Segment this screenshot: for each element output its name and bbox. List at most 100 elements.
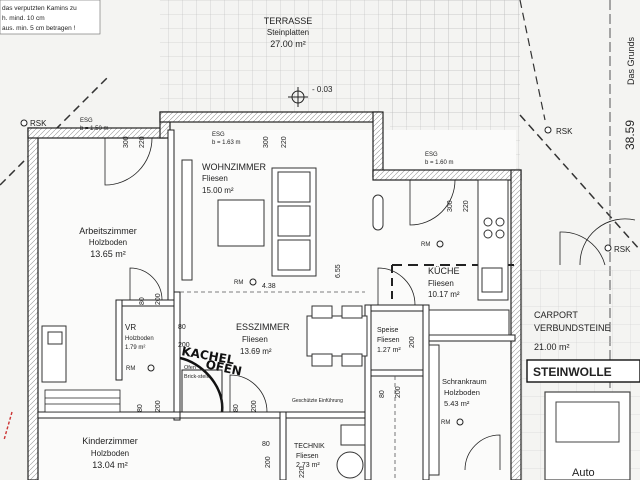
svg-text:TECHNIK: TECHNIK [294,443,325,450]
rm-marker-2: RM [234,278,257,286]
dim-438: 4.38 [262,283,276,290]
svg-text:Arbeitszimmer: Arbeitszimmer [79,226,137,236]
room-wohnzimmer: WOHNZIMMER Fliesen 15.00 m² [202,162,266,195]
esg-label-1: ESG [80,118,93,124]
dim-200-e: 200 [395,386,402,398]
svg-text:Holzboden: Holzboden [125,336,154,342]
car-label: Auto [572,467,595,479]
dim-220-b: 220 [281,136,288,148]
room-schrankraum: Schrankraum Holzboden 5.43 m² [442,377,487,408]
svg-text:1.79 m²: 1.79 m² [125,345,145,351]
svg-text:WOHNZIMMER: WOHNZIMMER [202,162,266,172]
svg-text:5.43 m²: 5.43 m² [444,399,470,408]
room-technik: TECHNIK Fliesen 2.73 m² [294,443,325,469]
rsk-marker-1: RSK [20,119,47,128]
esg-label-2: ESG [212,132,225,138]
dim-300-b: 300 [263,136,270,148]
svg-text:13.04 m²: 13.04 m² [92,460,128,470]
furniture-living [181,159,317,281]
svg-text:RM: RM [441,420,450,426]
rsk-marker-2: RSK [544,126,573,136]
svg-text:Kinderzimmer: Kinderzimmer [82,436,138,446]
svg-text:27.00 m²: 27.00 m² [270,39,306,49]
room-kueche: KÜCHE Fliesen 10.17 m² [428,266,460,299]
dim-200-f: 200 [265,456,272,468]
dim-655: 6.55 [335,264,342,278]
svg-text:1.27 m²: 1.27 m² [377,347,401,354]
svg-text:CARPORT: CARPORT [534,310,578,320]
red-marker [3,411,13,441]
svg-text:15.00 m²: 15.00 m² [202,186,234,195]
property-line-top [519,0,546,121]
dim-200-a: 200 [178,342,190,349]
dim-200-c: 200 [155,400,162,412]
car-window [555,401,620,443]
exterior-walls [27,111,522,480]
svg-text:RM: RM [234,280,243,286]
svg-text:RSK: RSK [556,127,573,136]
dim-80-d: 80 [233,404,240,412]
furniture-dining [306,305,368,367]
note-box [0,0,101,35]
dim-80-e: 80 [379,390,386,398]
furniture-schrank [336,344,440,479]
svg-text:Fliesen: Fliesen [242,335,268,344]
svg-text:RSK: RSK [614,245,631,254]
svg-text:ESSZIMMER: ESSZIMMER [236,322,290,332]
property-line-right [519,114,640,251]
svg-text:Holzboden: Holzboden [89,238,127,247]
note-einfuehrung: Geschützte Einführung [292,398,343,404]
furniture-office [41,325,67,383]
svg-text:Fliesen: Fliesen [202,174,228,183]
dim-80-f: 80 [262,441,270,448]
room-vr: VR Holzboden 1.79 m² [125,323,154,351]
esg-width-1: b = 1.50 m [80,126,109,132]
room-kinderzimmer: Kinderzimmer Holzboden 13.04 m² [82,436,138,470]
note-line-3: aus. min. 5 cm betragen ! [2,25,76,32]
dim-200-b: 200 [155,293,162,305]
svg-text:21.00 m²: 21.00 m² [534,342,570,352]
svg-text:Fliesen: Fliesen [377,337,400,344]
svg-text:RM: RM [421,242,430,248]
svg-text:13.65 m²: 13.65 m² [90,249,126,259]
dim-80-b: 80 [139,297,146,305]
vertical-dimension: 38.59 [623,120,637,150]
svg-text:Holzboden: Holzboden [91,449,129,458]
svg-text:Fliesen: Fliesen [428,279,454,288]
room-esszimmer: ESSZIMMER Fliesen 13.69 m² [236,322,290,356]
esg-label-3: ESG [425,152,438,158]
note-line-2: h. mind. 10 cm [2,15,45,22]
dim-220-a: 220 [139,136,146,148]
furniture-kitchen [372,179,510,336]
steinwolle-label: STEINWOLLE [533,365,612,379]
room-carport: CARPORT VERBUNDSTEINE 21.00 m² [534,310,611,352]
doors [104,137,636,471]
elevation-text: - 0.03 [312,85,333,94]
svg-text:VR: VR [125,323,136,332]
esg-width-3: b = 1.60 m [425,160,454,166]
dim-220-c: 220 [463,200,470,212]
rm-marker-3: RM [126,364,155,372]
steinwolle-box [526,359,640,383]
dim-220-d: 220 [299,466,306,478]
rm-marker-4: RM [441,418,464,426]
svg-text:2.73 m²: 2.73 m² [296,462,320,469]
dim-200-d: 200 [251,400,258,412]
svg-text:KÜCHE: KÜCHE [428,266,460,276]
note-line-1: das verputzten Kamins zu [2,5,77,12]
rm-marker-1: RM [421,240,444,248]
svg-text:10.17 m²: 10.17 m² [428,290,460,299]
svg-text:VERBUNDSTEINE: VERBUNDSTEINE [534,323,611,333]
dim-80-a: 80 [178,324,186,331]
dim-200-g: 200 [409,336,416,348]
rsk-marker-3: RSK [604,244,631,254]
elevation-marker [288,87,308,107]
svg-text:TERRASSE: TERRASSE [264,16,313,26]
svg-text:RM: RM [126,366,135,372]
svg-text:Holzboden: Holzboden [444,388,480,397]
room-terrasse: TERRASSE Steinplatten 27.00 m² [264,16,313,49]
note-brick: Brick-stelle [184,374,211,380]
dim-300-c: 300 [447,200,454,212]
